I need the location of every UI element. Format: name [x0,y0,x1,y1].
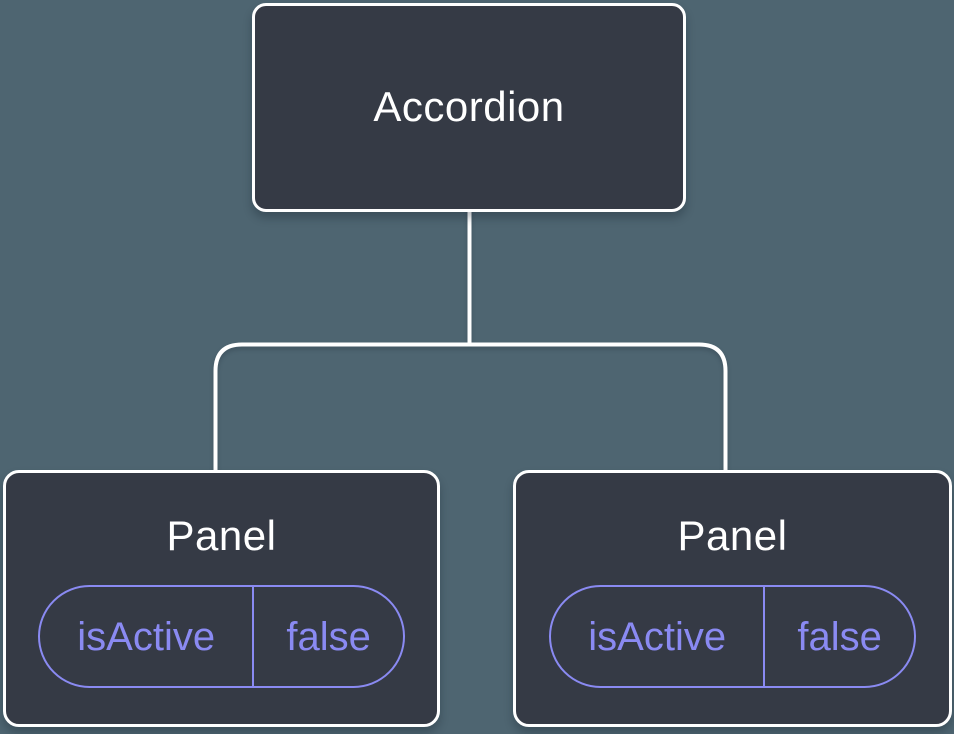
accordion-node-label: Accordion [373,83,565,131]
accordion-node: Accordion [252,3,686,212]
panel-node-1-label: Panel [166,512,277,559]
panel-1-state-pill: isActive false [38,585,405,689]
panel-node-2: Panel isActive false [513,470,952,727]
panel-2-state-key: isActive [551,587,766,687]
panel-node-1: Panel isActive false [3,470,440,727]
children-bracket-line [213,342,728,472]
panel-2-state-pill: isActive false [549,585,916,689]
panel-1-state-value: false [286,614,371,659]
panel-node-2-label: Panel [677,512,788,559]
panel-2-state-value: false [797,614,882,659]
panel-1-state-key: isActive [40,587,255,687]
